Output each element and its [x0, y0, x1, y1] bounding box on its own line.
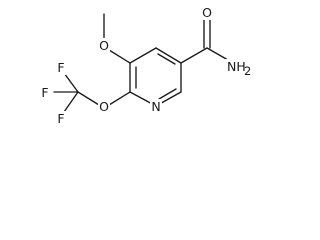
bond-carbonyl-nh2: [206, 47, 229, 61]
bond-c3-methoxy-o: [108, 49, 131, 64]
bond-cf3-f-bottom: [63, 91, 79, 113]
atom-ring-nitrogen: N: [151, 99, 160, 114]
atom-amide-nitrogen: NH: [227, 59, 246, 74]
bond-c2-ether-o: [108, 91, 131, 106]
atom-amide-nitrogen-subscript: 2: [244, 64, 251, 78]
bond-layer: [53, 13, 229, 113]
bond-c6-n1-double: [158, 88, 177, 100]
bond-c3-c4: [129, 47, 157, 64]
chemical-structure-diagram: O NH 2 O N O F F F: [40, 5, 251, 126]
atom-methoxy-oxygen: O: [99, 38, 109, 53]
atom-fluorine-bottom: F: [57, 111, 64, 126]
bond-c4-c5-double: [157, 53, 176, 65]
bond-ether-o-cf3: [77, 91, 100, 106]
atom-label-layer: O NH 2 O N O F F F: [40, 5, 251, 126]
bond-c5-carbonyl: [180, 47, 208, 64]
atom-fluorine-left: F: [41, 85, 48, 100]
bond-c4-c5: [155, 47, 182, 64]
atom-amide-oxygen: O: [202, 5, 212, 20]
bond-cf3-f-top: [63, 72, 79, 93]
atom-fluorine-top: F: [57, 60, 64, 75]
atom-ether-oxygen: O: [99, 99, 109, 114]
